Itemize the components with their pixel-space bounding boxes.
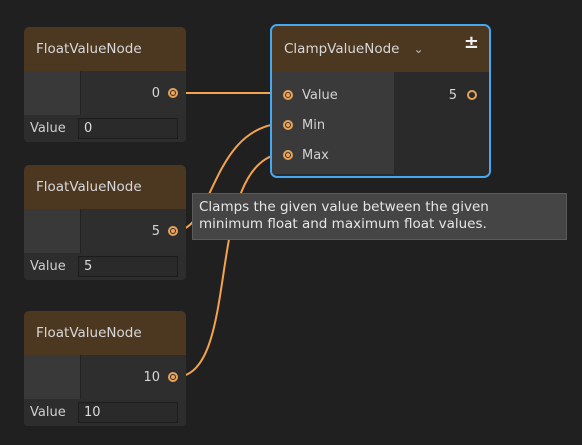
output-port[interactable] bbox=[168, 372, 178, 382]
input-ports: Value Min Max bbox=[272, 72, 394, 174]
node-header[interactable]: FloatValueNode bbox=[24, 311, 186, 355]
input-port-min[interactable] bbox=[283, 120, 293, 130]
value-field-row: Value 5 bbox=[24, 253, 186, 280]
tooltip-line-2: minimum float and maximum float values. bbox=[199, 216, 487, 232]
node-title-wrap: ClampValueNode ⌄ bbox=[284, 41, 424, 57]
node-output-area: 5 bbox=[81, 209, 186, 253]
input-row-value: Value bbox=[272, 80, 394, 110]
node-header[interactable]: FloatValueNode bbox=[24, 27, 186, 71]
output-value-label: 0 bbox=[151, 85, 160, 101]
node-body: 5 bbox=[24, 209, 186, 253]
float-value-node-2[interactable]: FloatValueNode 5 Value 5 bbox=[24, 165, 186, 280]
value-field-label: Value bbox=[30, 259, 66, 274]
node-header[interactable]: FloatValueNode bbox=[24, 165, 186, 209]
input-row-max: Max bbox=[272, 140, 394, 170]
node-tooltip: Clamps the given value between the given… bbox=[192, 193, 567, 240]
input-row-min: Min bbox=[272, 110, 394, 140]
value-input[interactable]: 0 bbox=[78, 118, 178, 139]
node-input-area bbox=[24, 71, 81, 115]
node-body: 10 bbox=[24, 355, 186, 399]
output-row: 5 bbox=[394, 80, 489, 110]
value-field-label: Value bbox=[30, 405, 66, 420]
chevron-down-icon[interactable]: ⌄ bbox=[413, 42, 424, 56]
float-value-node-1[interactable]: FloatValueNode 0 Value 0 bbox=[24, 27, 186, 142]
output-value-label: 5 bbox=[448, 87, 457, 103]
output-value-label: 5 bbox=[151, 223, 160, 239]
input-label-value: Value bbox=[302, 87, 338, 103]
float-value-node-3[interactable]: FloatValueNode 10 Value 10 bbox=[24, 311, 186, 426]
node-title: ClampValueNode bbox=[284, 41, 400, 57]
input-label-max: Max bbox=[302, 147, 329, 163]
node-title: FloatValueNode bbox=[36, 41, 142, 57]
tooltip-line-1: Clamps the given value between the given bbox=[199, 199, 489, 215]
input-label-min: Min bbox=[302, 117, 326, 133]
output-ports: 5 bbox=[394, 72, 489, 174]
node-body: Value Min Max 5 bbox=[272, 72, 489, 174]
clamp-value-node[interactable]: ClampValueNode ⌄ ± Value Min Max bbox=[270, 24, 491, 178]
output-port[interactable] bbox=[168, 226, 178, 236]
node-header[interactable]: ClampValueNode ⌄ ± bbox=[272, 26, 489, 72]
node-input-area bbox=[24, 355, 81, 399]
input-port-value[interactable] bbox=[283, 90, 293, 100]
node-body: 0 bbox=[24, 71, 186, 115]
value-field-label: Value bbox=[30, 121, 66, 136]
node-title: FloatValueNode bbox=[36, 179, 142, 195]
node-output-area: 10 bbox=[81, 355, 186, 399]
output-port[interactable] bbox=[168, 88, 178, 98]
value-field-row: Value 10 bbox=[24, 399, 186, 426]
output-port[interactable] bbox=[467, 90, 477, 100]
output-value-label: 10 bbox=[143, 369, 160, 385]
node-output-area: 0 bbox=[81, 71, 186, 115]
plus-minus-icon[interactable]: ± bbox=[463, 31, 479, 53]
value-input[interactable]: 5 bbox=[78, 256, 178, 277]
input-port-max[interactable] bbox=[283, 150, 293, 160]
wire-max[interactable] bbox=[174, 152, 289, 378]
value-input[interactable]: 10 bbox=[78, 402, 178, 423]
value-field-row: Value 0 bbox=[24, 115, 186, 142]
node-input-area bbox=[24, 209, 81, 253]
node-title: FloatValueNode bbox=[36, 325, 142, 341]
